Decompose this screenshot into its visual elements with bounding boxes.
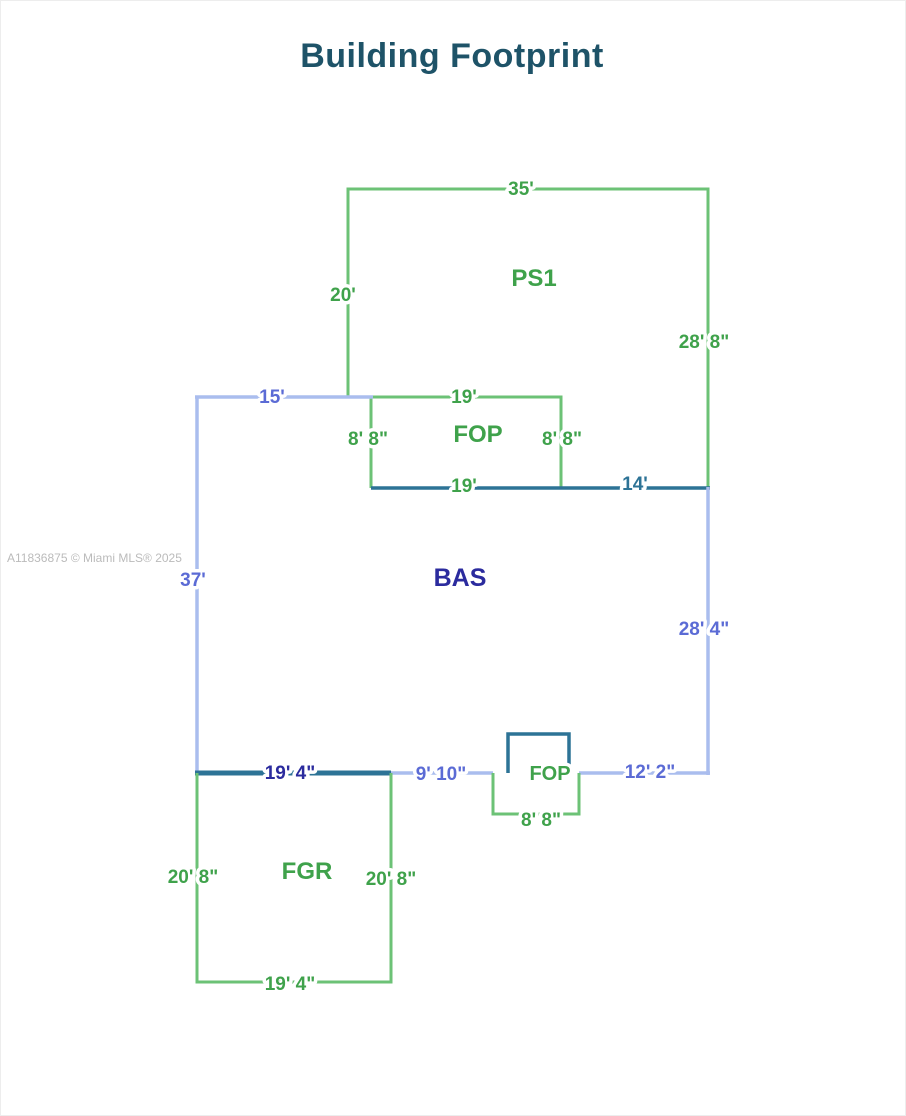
dim-fgr-bottom: 19' 4" <box>265 974 316 995</box>
dim-fop-mid-right: 8' 8" <box>542 429 582 450</box>
dim-fop-mid-left: 8' 8" <box>348 429 388 450</box>
dim-bas-topleft: 15' <box>259 387 285 408</box>
dim-fop-mid-top: 19' <box>451 387 477 408</box>
dim-bas-bottom-left: 19' 4" <box>265 763 316 784</box>
dim-bas-left: 37' <box>180 570 206 591</box>
dim-ps1-left: 20' <box>330 285 356 306</box>
dim-bas-right: 28' 4" <box>679 619 730 640</box>
watermark: A11836875 © Miami MLS® 2025 <box>7 551 182 565</box>
dim-bas-bottom-right: 12' 2" <box>625 762 676 783</box>
dim-ps1-right: 28' 8" <box>679 332 730 353</box>
area-label-fop-mid: FOP <box>453 421 502 448</box>
ps1-outline <box>346 187 710 488</box>
fop-small-notch <box>506 732 571 773</box>
fop-small-outline <box>491 773 581 816</box>
dim-seg-14: 14' <box>622 474 648 495</box>
page-title: Building Footprint <box>300 37 604 75</box>
area-label-bas: BAS <box>434 564 487 592</box>
fop-mid-outline <box>369 395 563 488</box>
dim-fgr-right: 20' 8" <box>366 869 417 890</box>
dim-fgr-left: 20' 8" <box>168 867 219 888</box>
dim-fop-small-bottom: 8' 8" <box>521 810 561 831</box>
dim-ps1-top: 35' <box>508 179 534 200</box>
area-label-fop-small: FOP <box>529 763 570 785</box>
dim-bas-bottom-mid: 9' 10" <box>416 764 467 785</box>
dim-fop-mid-bottom: 19' <box>451 476 477 497</box>
fgr-outline <box>195 773 393 984</box>
area-label-fgr: FGR <box>282 858 333 885</box>
area-label-ps1: PS1 <box>511 265 556 292</box>
